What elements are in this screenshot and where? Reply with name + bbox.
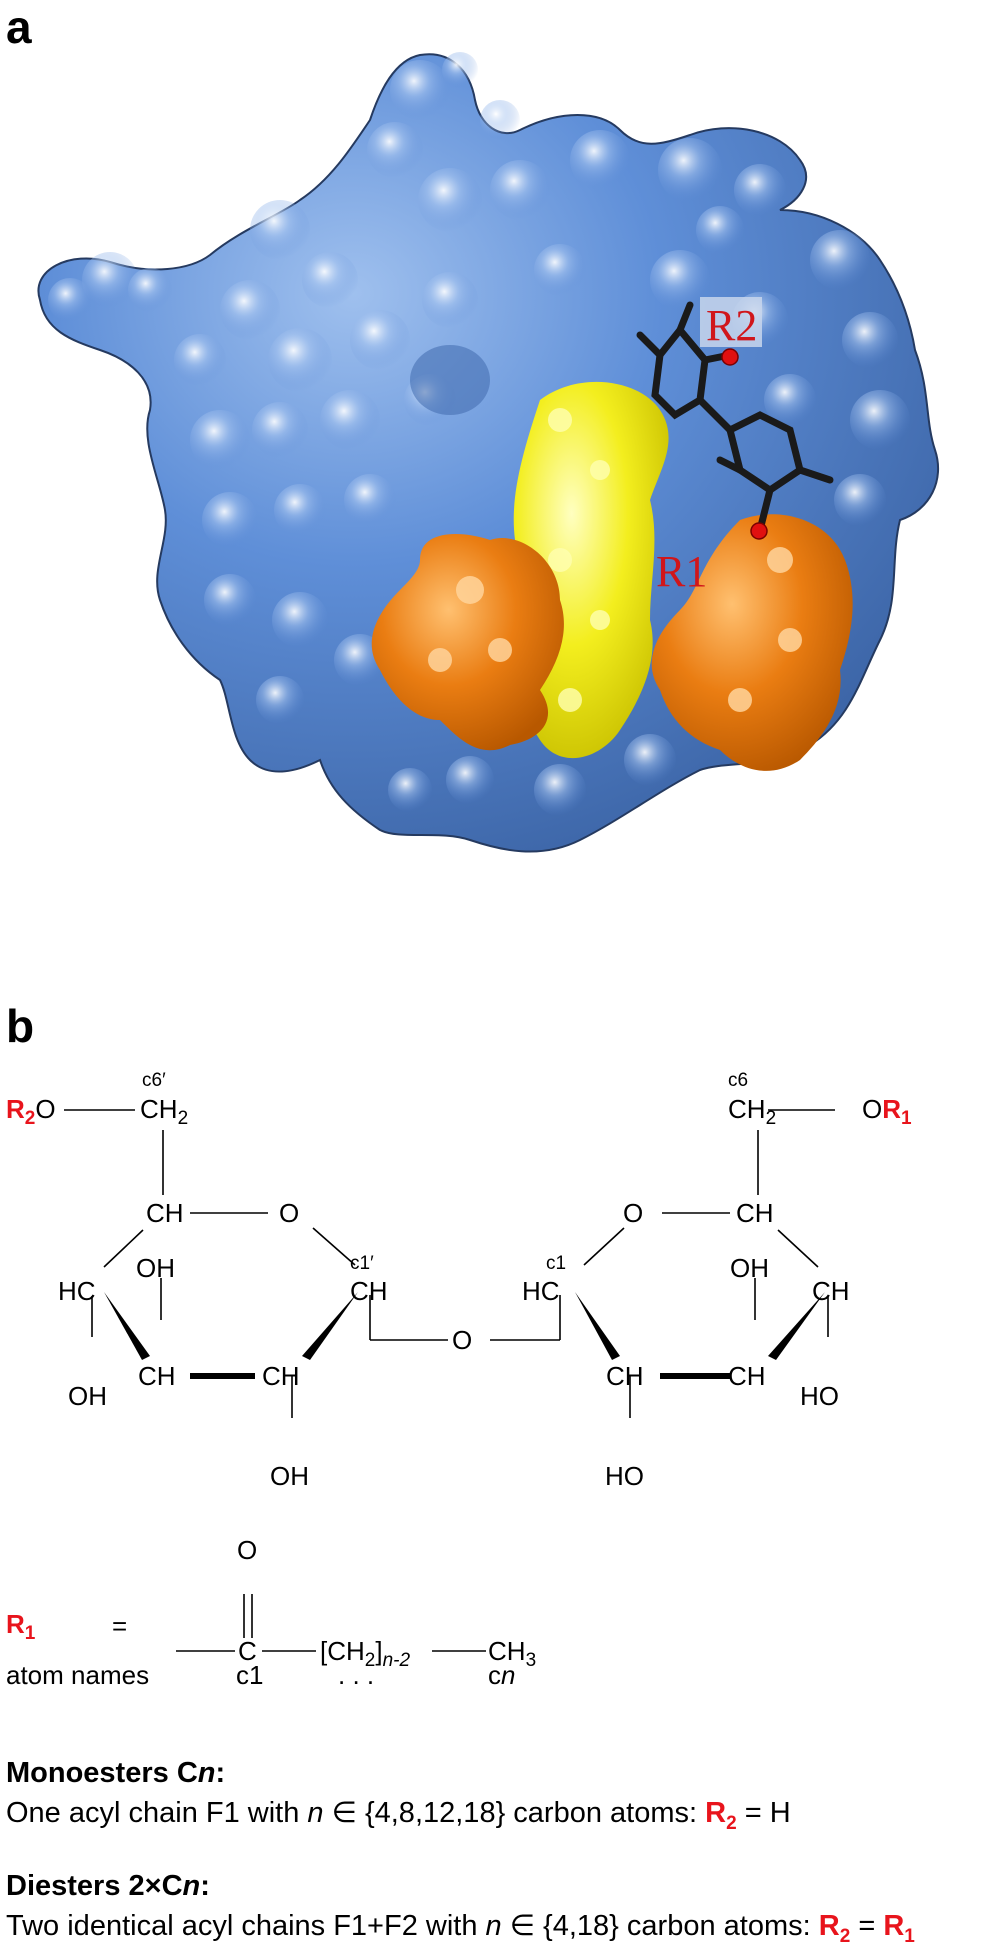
right-ring-oh-upper: OH [730,1253,769,1283]
diesters-title: Diesters 2×Cn: [6,1870,210,1902]
binding-site-orange-right [651,514,853,771]
right-ring-ch: CH [812,1276,850,1306]
protein-surface-render: R2 R1 [37,52,940,853]
acyl-chain-bonds [176,1594,486,1652]
left-ring-oh-lower: OH [68,1381,107,1411]
right-ring-ch-bottom-left: CH [606,1361,644,1391]
left-ring-hc: HC [58,1276,96,1306]
left-ring-oh-bottom: OH [270,1461,309,1491]
right-ring-ch-top: CH [736,1198,774,1228]
panel-a-label: a [6,1,32,53]
acyl-terminal-methyl: CH3 [488,1636,537,1672]
atom-name-c6: c6 [728,1070,749,1091]
r1-substituent-right: OR1 [862,1094,912,1130]
atom-name-acyl-cn: cn [488,1660,516,1690]
acyl-carbonyl-carbon: C [238,1636,257,1666]
atom-name-c1: c1 [546,1253,567,1274]
atom-name-ellipsis: . . . [338,1660,375,1690]
left-ring-ch-bottom-right: CH [262,1361,300,1391]
acyl-r1-label: R1 [6,1609,36,1645]
right-ring-ho-right: HO [800,1381,839,1411]
acyl-equals: = [112,1611,128,1641]
right-ring-ho-bottom: HO [605,1461,644,1491]
diesters-description: Two identical acyl chains F1+F2 with n ∈… [6,1910,915,1947]
left-ring-ch-bottom-left: CH [138,1361,176,1391]
acyl-methylene-chain: [CH2]n-2 [320,1636,411,1672]
monoesters-title: Monoesters Cn: [6,1757,226,1789]
left-ring-oxygen: O [279,1198,300,1228]
atom-names-label: atom names [6,1660,150,1690]
site-label-r1: R1 [656,547,707,596]
panel-b-label: b [6,1000,35,1052]
binding-site-orange-left [371,534,564,751]
disaccharide-bonds [64,1109,835,1418]
atom-name-acyl-c1: c1 [236,1660,264,1690]
right-ring-hc-anomeric: HC [522,1276,560,1306]
site-label-r2: R2 [706,301,757,350]
glycosidic-oxygen: O [452,1325,473,1355]
left-ring-ch-top: CH [146,1198,184,1228]
left-ch2: CH2 [140,1094,189,1130]
right-ch2: CH2 [728,1094,777,1130]
left-ring-oh-upper: OH [136,1253,175,1283]
oxygen-r1 [750,522,768,540]
atom-name-c1prime: c1′ [350,1253,374,1274]
r2-substituent-left: R2O [6,1094,56,1130]
oxygen-r2 [721,348,739,366]
right-ring-ch-bottom-right: CH [728,1361,766,1391]
atom-name-c6prime: c6′ [142,1070,166,1091]
acyl-carbonyl-oxygen: O [237,1535,258,1565]
monoesters-description: One acyl chain F1 with n ∈ {4,8,12,18} c… [6,1797,791,1834]
right-ring-oxygen: O [623,1198,644,1228]
left-ring-ch-anomeric: CH [350,1276,388,1306]
